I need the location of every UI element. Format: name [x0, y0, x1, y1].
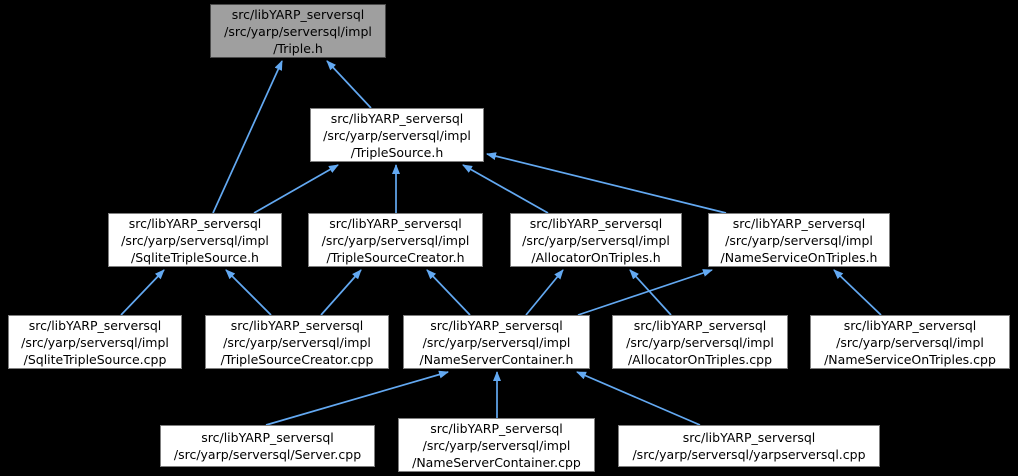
- node-nameservercontainer-h[interactable]: src/libYARP_serversql /src/yarp/serversq…: [403, 315, 590, 369]
- edge-nameservercontainer_h-to-triplesourcecreator_h: [426, 269, 471, 316]
- node-sqlitetriplesource-cpp[interactable]: src/libYARP_serversql /src/yarp/serversq…: [8, 315, 182, 369]
- edge-sqlitetriplesource_h-to-triplesource_h: [253, 164, 339, 214]
- node-label-line: /AllocatorOnTriples.h: [531, 249, 661, 265]
- edge-nameserviceontriples_cpp-to-nameserviceontriples_h: [833, 269, 882, 316]
- node-label-line: /src/yarp/serversql/impl: [725, 232, 873, 248]
- node-label-line: /src/yarp/serversql/impl: [422, 437, 571, 453]
- node-yarpserversql-cpp[interactable]: src/libYARP_serversql /src/yarp/serversq…: [618, 425, 880, 467]
- node-label-line: /NameServerContainer.h: [419, 351, 574, 367]
- node-label-line: /NameServerContainer.cpp: [412, 454, 581, 470]
- node-label-line: src/libYARP_serversql: [231, 6, 365, 22]
- node-label-line: /src/yarp/serversql/impl: [626, 334, 774, 350]
- node-label-line: /src/yarp/serversql/impl: [224, 23, 372, 39]
- node-triplesourcecreator-h[interactable]: src/libYARP_serversql /src/yarp/serversq…: [308, 213, 483, 267]
- node-nameserviceontriples-cpp[interactable]: src/libYARP_serversql /src/yarp/serversq…: [810, 315, 1010, 369]
- node-allocatorontriples-cpp[interactable]: src/libYARP_serversql /src/yarp/serversq…: [612, 315, 788, 369]
- node-label-line: src/libYARP_serversql: [128, 215, 262, 231]
- node-label-line: /NameServiceOnTriples.h: [720, 249, 878, 265]
- node-triple-h[interactable]: src/libYARP_serversql /src/yarp/serversq…: [210, 4, 386, 58]
- node-label-line: src/libYARP_serversql: [230, 317, 364, 333]
- edge-nameserviceontriples_h-to-triplesource_h: [486, 152, 727, 214]
- node-label-line: src/libYARP_serversql: [329, 215, 462, 231]
- node-label-line: src/libYARP_serversql: [430, 420, 563, 436]
- node-label-line: /src/yarp/serversql/impl: [522, 232, 670, 248]
- edge-sqlitetriplesource_h-to-triple_h: [212, 60, 283, 214]
- edge-nameservercontainer_h-to-allocatorontriples_h: [525, 269, 564, 316]
- edge-sqlitetriplesource_cpp-to-sqlitetriplesource_h: [120, 269, 165, 316]
- node-label-line: src/libYARP_serversql: [633, 317, 767, 333]
- node-label-line: /src/yarp/serversql/Server.cpp: [173, 447, 362, 462]
- node-label-line: /src/yarp/serversql/impl: [836, 334, 984, 350]
- node-label-line: src/libYARP_serversql: [430, 317, 563, 333]
- node-label-line: /src/yarp/serversql/impl: [323, 127, 471, 143]
- edge-triplesourcecreator_cpp-to-triplesourcecreator_h: [320, 269, 362, 316]
- node-label-line: /src/yarp/serversql/yarpserversql.cpp: [632, 447, 866, 462]
- node-allocatorontriples-h[interactable]: src/libYARP_serversql /src/yarp/serversq…: [510, 213, 682, 267]
- node-label-line: /AllocatorOnTriples.cpp: [627, 351, 773, 367]
- edge-allocatorontriples_h-to-triplesource_h: [462, 164, 549, 214]
- node-label-line: /src/yarp/serversql/impl: [321, 232, 470, 248]
- node-label-line: /src/yarp/serversql/impl: [121, 232, 269, 248]
- node-label-line: src/libYARP_serversql: [682, 430, 816, 445]
- node-label-line: /SqliteTripleSource.cpp: [23, 351, 167, 367]
- node-label-line: src/libYARP_serversql: [732, 215, 866, 231]
- node-label-line: src/libYARP_serversql: [330, 110, 464, 126]
- node-nameserviceontriples-h[interactable]: src/libYARP_serversql /src/yarp/serversq…: [708, 213, 890, 267]
- node-label-line: /src/yarp/serversql/impl: [21, 334, 169, 350]
- node-label-line: /TripleSourceCreator.h: [326, 249, 465, 265]
- edge-allocatorontriples_cpp-to-allocatorontriples_h: [629, 269, 672, 316]
- node-label-line: /TripleSource.h: [350, 144, 444, 160]
- node-label-line: /src/yarp/serversql/impl: [422, 334, 571, 350]
- node-label-line: /TripleSourceCreator.cpp: [220, 351, 374, 367]
- node-label-line: /SqliteTripleSource.h: [131, 249, 259, 265]
- edge-triplesourcecreator_cpp-to-sqlitetriplesource_h: [225, 269, 272, 316]
- edge-server_cpp-to-nameservercontainer_h: [265, 370, 449, 426]
- node-label-line: src/libYARP_serversql: [529, 215, 663, 231]
- node-label-line: /src/yarp/serversql/impl: [223, 334, 371, 350]
- edge-nameservercontainer_h-to-nameserviceontriples_h: [577, 269, 713, 316]
- node-label-line: src/libYARP_serversql: [843, 317, 977, 333]
- node-label-line: /Triple.h: [273, 40, 323, 56]
- edge-yarpserversql_cpp-to-nameservercontainer_h: [576, 371, 701, 426]
- node-server-cpp[interactable]: src/libYARP_serversql /src/yarp/serversq…: [160, 425, 375, 467]
- node-label-line: src/libYARP_serversql: [28, 317, 162, 333]
- edge-triplesource_h-to-triple_h: [326, 60, 372, 109]
- node-label-line: /NameServiceOnTriples.cpp: [824, 351, 996, 367]
- node-triplesourcecreator-cpp[interactable]: src/libYARP_serversql /src/yarp/serversq…: [205, 315, 389, 369]
- node-label-line: src/libYARP_serversql: [201, 430, 334, 445]
- node-sqlitetriplesource-h[interactable]: src/libYARP_serversql /src/yarp/serversq…: [108, 213, 282, 267]
- node-nameservercontainer-cpp[interactable]: src/libYARP_serversql /src/yarp/serversq…: [398, 418, 595, 472]
- node-triplesource-h[interactable]: src/libYARP_serversql /src/yarp/serversq…: [310, 108, 484, 162]
